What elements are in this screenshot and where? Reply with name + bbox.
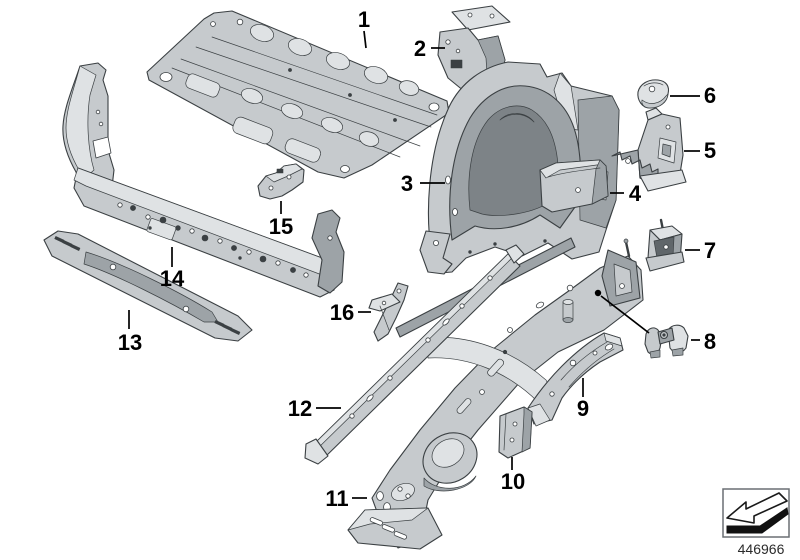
part-15-bracket xyxy=(257,163,305,200)
callout-label-4[interactable]: 4 xyxy=(629,181,642,206)
part-8-clamp xyxy=(644,324,689,359)
callout-label-5[interactable]: 5 xyxy=(704,138,716,163)
callout-label-7[interactable]: 7 xyxy=(704,238,716,263)
part-1-floor-panel xyxy=(146,10,450,179)
callout-label-10[interactable]: 10 xyxy=(501,469,525,494)
callout-10[interactable]: 10 xyxy=(501,457,525,494)
callout-label-1[interactable]: 1 xyxy=(358,7,370,32)
callout-13[interactable]: 13 xyxy=(118,310,142,355)
part-5-bracket xyxy=(611,107,687,192)
callout-label-9[interactable]: 9 xyxy=(577,396,589,421)
direction-arrow-icon xyxy=(726,492,789,534)
doc-number: 446966 xyxy=(738,541,785,557)
callout-label-14[interactable]: 14 xyxy=(160,266,185,291)
callout-12[interactable]: 12 xyxy=(288,396,341,421)
part-16-bracket xyxy=(368,282,409,342)
part-3-wheelhouse xyxy=(419,61,620,275)
callout-7[interactable]: 7 xyxy=(685,238,716,263)
callout-label-3[interactable]: 3 xyxy=(401,171,413,196)
leader-line-8a xyxy=(600,295,650,334)
part-14-rear-panel xyxy=(62,62,345,298)
callout-14[interactable]: 14 xyxy=(160,247,185,291)
mount-point-dot xyxy=(594,289,602,297)
callout-5[interactable]: 5 xyxy=(684,138,716,163)
callout-3[interactable]: 3 xyxy=(401,171,445,196)
callout-label-2[interactable]: 2 xyxy=(414,36,426,61)
callout-4[interactable]: 4 xyxy=(610,181,642,206)
part-9-rail xyxy=(527,332,624,427)
callout-1[interactable]: 1 xyxy=(358,7,370,49)
part-12-rail xyxy=(304,244,525,465)
direction-legend: 446966 xyxy=(722,488,790,557)
callout-label-16[interactable]: 16 xyxy=(330,300,354,325)
part-13-strip-panel xyxy=(43,230,253,342)
callout-16[interactable]: 16 xyxy=(330,300,371,325)
callout-label-11[interactable]: 11 xyxy=(325,486,348,511)
part-4-panel xyxy=(539,159,609,213)
callout-label-6[interactable]: 6 xyxy=(704,83,716,108)
callout-label-15[interactable]: 15 xyxy=(269,214,293,239)
part-7-bracket xyxy=(645,218,685,272)
leader-line-1 xyxy=(363,30,367,49)
part-10-plate xyxy=(498,406,533,459)
callout-6[interactable]: 6 xyxy=(670,83,716,108)
part-6-bracket xyxy=(637,79,670,109)
callout-label-12[interactable]: 12 xyxy=(288,396,312,421)
callout-label-13[interactable]: 13 xyxy=(118,330,142,355)
callout-9[interactable]: 9 xyxy=(577,378,589,421)
callout-8[interactable]: 8 xyxy=(594,289,716,354)
callout-15[interactable]: 15 xyxy=(269,201,293,239)
callout-11[interactable]: 11 xyxy=(325,486,367,511)
callout-2[interactable]: 2 xyxy=(414,36,445,61)
callout-label-8[interactable]: 8 xyxy=(704,329,716,354)
